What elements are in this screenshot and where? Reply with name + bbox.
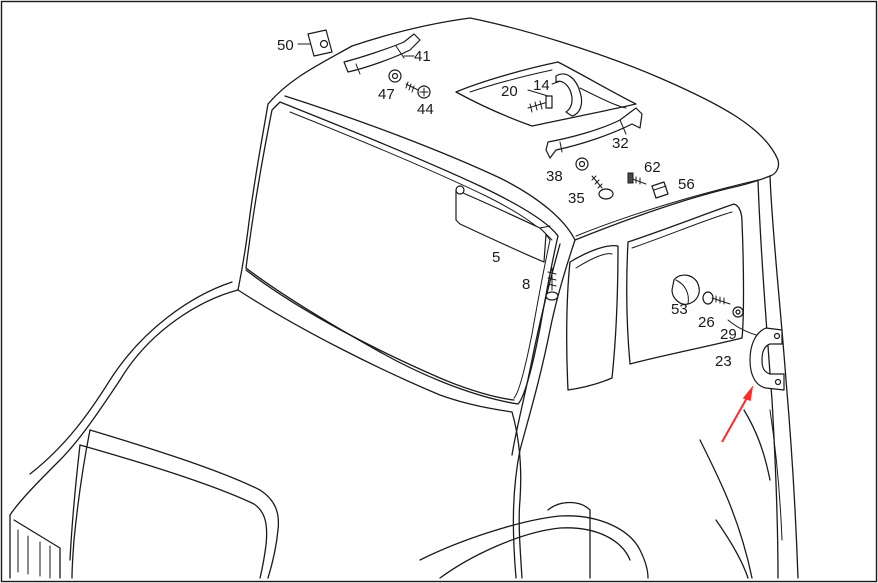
callout-53: 53 — [671, 301, 688, 318]
cab-outline — [9, 17, 799, 579]
part-20-screw — [527, 95, 553, 113]
part-8-screw — [545, 267, 559, 301]
callout-62: 62 — [644, 159, 661, 176]
part-38-washer — [575, 157, 589, 171]
callout-41: 41 — [414, 48, 431, 65]
callout-50: 50 — [277, 37, 294, 54]
part-35-screw — [591, 175, 614, 200]
part-41-bracket — [343, 33, 421, 75]
callout-5: 5 — [492, 249, 500, 266]
callout-38: 38 — [546, 168, 563, 185]
callout-23: 23 — [715, 353, 732, 370]
callout-35: 35 — [568, 190, 585, 207]
part-62-bolt — [627, 172, 647, 185]
part-53-cap — [671, 274, 700, 305]
part-14-hook — [555, 73, 583, 117]
callout-29: 29 — [720, 326, 737, 343]
callout-14: 14 — [533, 77, 550, 94]
part-32-bracket — [545, 107, 643, 159]
callout-44: 44 — [417, 101, 434, 118]
callout-26: 26 — [698, 314, 715, 331]
callout-labels: 50 41 47 44 20 14 32 38 35 62 56 5 8 53 … — [277, 37, 737, 370]
part-50-clip — [307, 29, 333, 57]
part-5-sun-visor — [455, 185, 553, 263]
leader-lines — [297, 43, 559, 97]
part-44-screw — [405, 81, 431, 99]
part-29-washer — [732, 306, 744, 318]
callout-20: 20 — [501, 83, 518, 100]
callout-8: 8 — [522, 276, 530, 293]
part-23-grab-handle — [749, 327, 785, 391]
part-47-washer — [388, 69, 402, 83]
callout-32: 32 — [612, 135, 629, 152]
callout-47: 47 — [378, 86, 395, 103]
part-26-screw — [702, 291, 731, 305]
highlight-arrow — [721, 385, 754, 443]
windscreen — [245, 101, 559, 405]
roof-hatch — [455, 61, 637, 127]
part-56-clip — [651, 181, 669, 199]
callout-56: 56 — [678, 176, 695, 193]
